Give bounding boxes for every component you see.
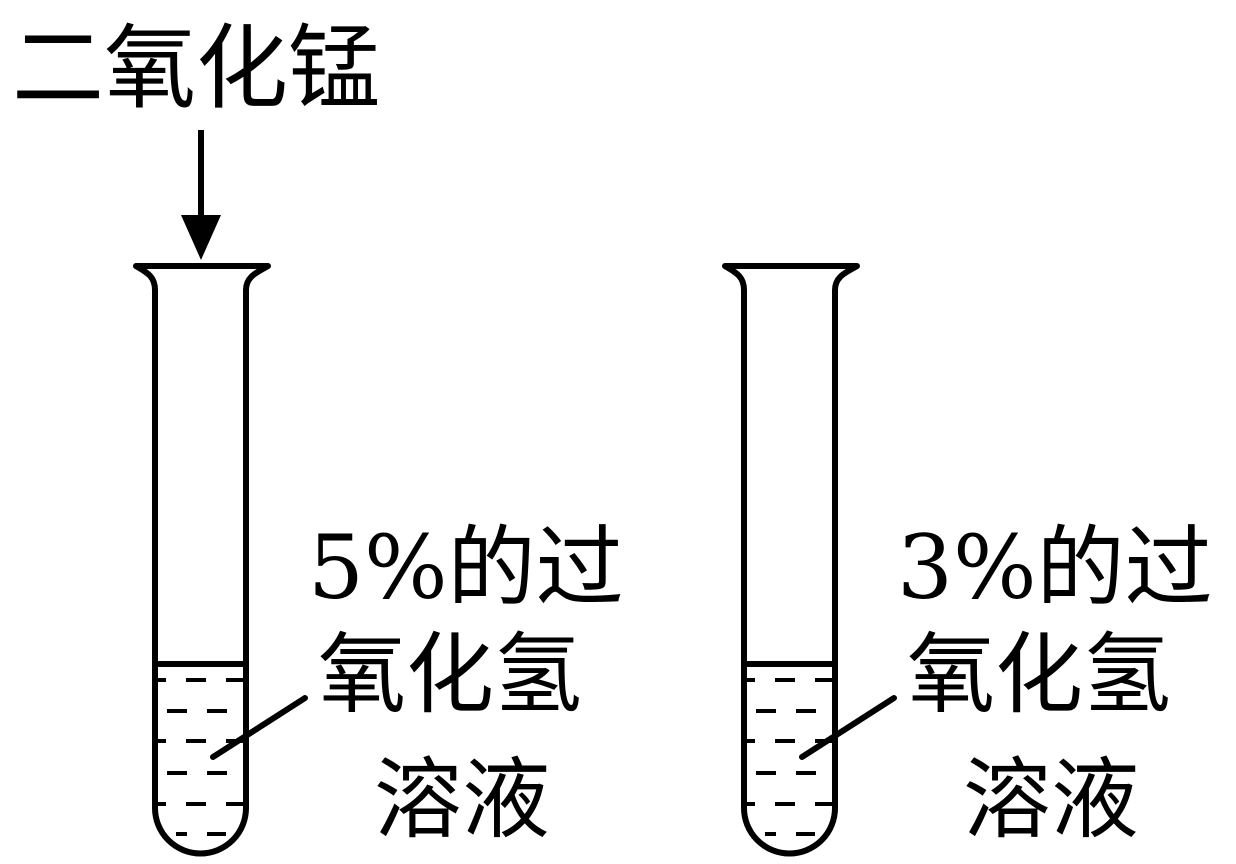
tube-outline [722,263,860,857]
test-tube-left [133,263,308,857]
test-tube-right [722,263,897,857]
label-line: 溶液 [374,748,550,851]
label-line: 氧化氢 [318,623,582,726]
tube-right-label: 3%的过 氧化氢 溶液 [897,516,1213,851]
reagent-label: 二氧化锰 [12,15,380,122]
reagent-arrow [181,130,221,260]
label-line: 氧化氢 [907,623,1171,726]
label-line: 溶液 [963,748,1139,851]
label-line: 3%的过 [897,516,1213,619]
tube-left-label: 5%的过 氧化氢 溶液 [308,516,624,851]
leader-line [210,695,308,760]
tube-outline [133,263,271,857]
leader-line [799,695,897,760]
label-line: 5%的过 [308,516,624,619]
